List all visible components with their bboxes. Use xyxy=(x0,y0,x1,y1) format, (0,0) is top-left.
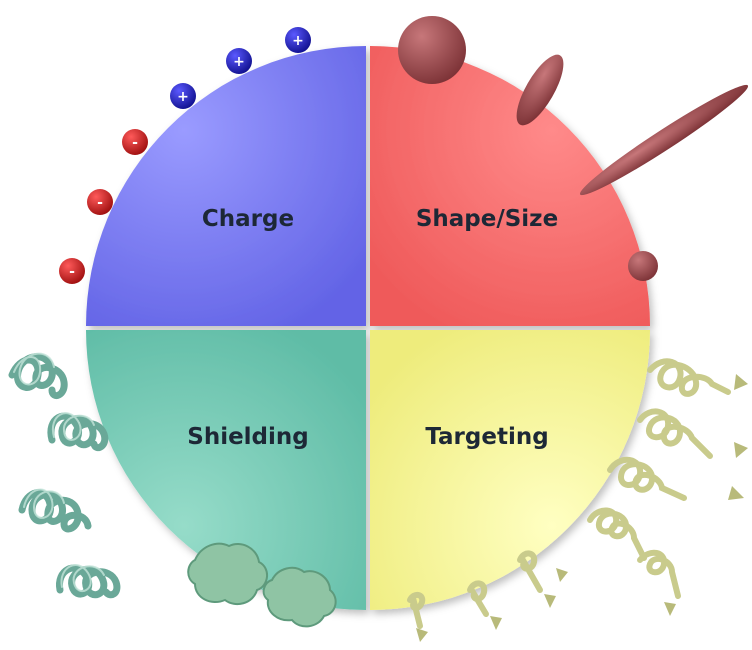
rod-particle-icon xyxy=(579,84,749,196)
circle-quadrants xyxy=(86,46,650,610)
svg-text:+: + xyxy=(177,89,189,105)
ligand-chain-icon xyxy=(607,457,687,501)
arrowhead-icon xyxy=(490,616,502,630)
positive-charge-icon: + xyxy=(170,83,196,109)
surface-charges: + + + - - - xyxy=(59,27,311,284)
particle-shapes xyxy=(398,16,749,281)
negative-charge-icon: - xyxy=(59,258,85,284)
arrowhead-icon xyxy=(734,442,748,458)
protein-icon xyxy=(262,566,337,628)
protein-icon xyxy=(187,542,268,606)
ligand-chain-icon xyxy=(407,592,426,629)
svg-text:-: - xyxy=(97,195,103,211)
ellipsoid-particle-icon xyxy=(516,54,564,126)
shape-size-label: Shape/Size xyxy=(416,206,558,232)
targeting-ligands xyxy=(407,358,731,629)
shielding-quadrant xyxy=(86,330,366,610)
arrowhead-icon xyxy=(416,628,428,642)
positive-charge-icon: + xyxy=(226,48,252,74)
arrowhead-icon xyxy=(544,594,556,608)
ligand-chain-icon xyxy=(587,507,647,561)
charge-label: Charge xyxy=(202,206,294,232)
polymer-coil-icon xyxy=(8,353,68,399)
arrowhead-icon xyxy=(728,486,744,500)
svg-text:-: - xyxy=(69,264,75,280)
polymer-coil-icon xyxy=(18,489,92,533)
small-sphere-particle-icon xyxy=(628,251,658,281)
svg-text:+: + xyxy=(233,54,245,70)
polymer-highlights xyxy=(13,352,105,593)
ligand-chain-icon xyxy=(637,549,681,599)
polymer-coil-icon xyxy=(47,412,109,452)
arrowhead-icon xyxy=(734,374,748,390)
polymer-coil-icon xyxy=(56,564,121,599)
ligand-chain-icon xyxy=(637,408,713,459)
arrowhead-icon xyxy=(664,602,676,616)
ligand-chain-icon xyxy=(647,358,731,397)
ligand-arrowheads xyxy=(416,374,748,642)
negative-charge-icon: - xyxy=(122,129,148,155)
charge-quadrant xyxy=(86,46,366,326)
arrowhead-icon xyxy=(556,568,568,582)
positive-charge-icon: + xyxy=(285,27,311,53)
protein-blobs xyxy=(187,542,337,628)
shielding-label: Shielding xyxy=(187,424,309,450)
svg-text:-: - xyxy=(132,135,138,151)
ligand-chain-icon xyxy=(517,550,543,593)
ligand-chain-icon xyxy=(467,580,489,617)
svg-text:+: + xyxy=(292,33,304,49)
negative-charge-icon: - xyxy=(87,189,113,215)
targeting-quadrant xyxy=(370,330,650,610)
sphere-particle-icon xyxy=(398,16,466,84)
shape-size-quadrant xyxy=(370,46,650,326)
polymer-chains xyxy=(8,353,121,599)
targeting-label: Targeting xyxy=(425,424,548,450)
